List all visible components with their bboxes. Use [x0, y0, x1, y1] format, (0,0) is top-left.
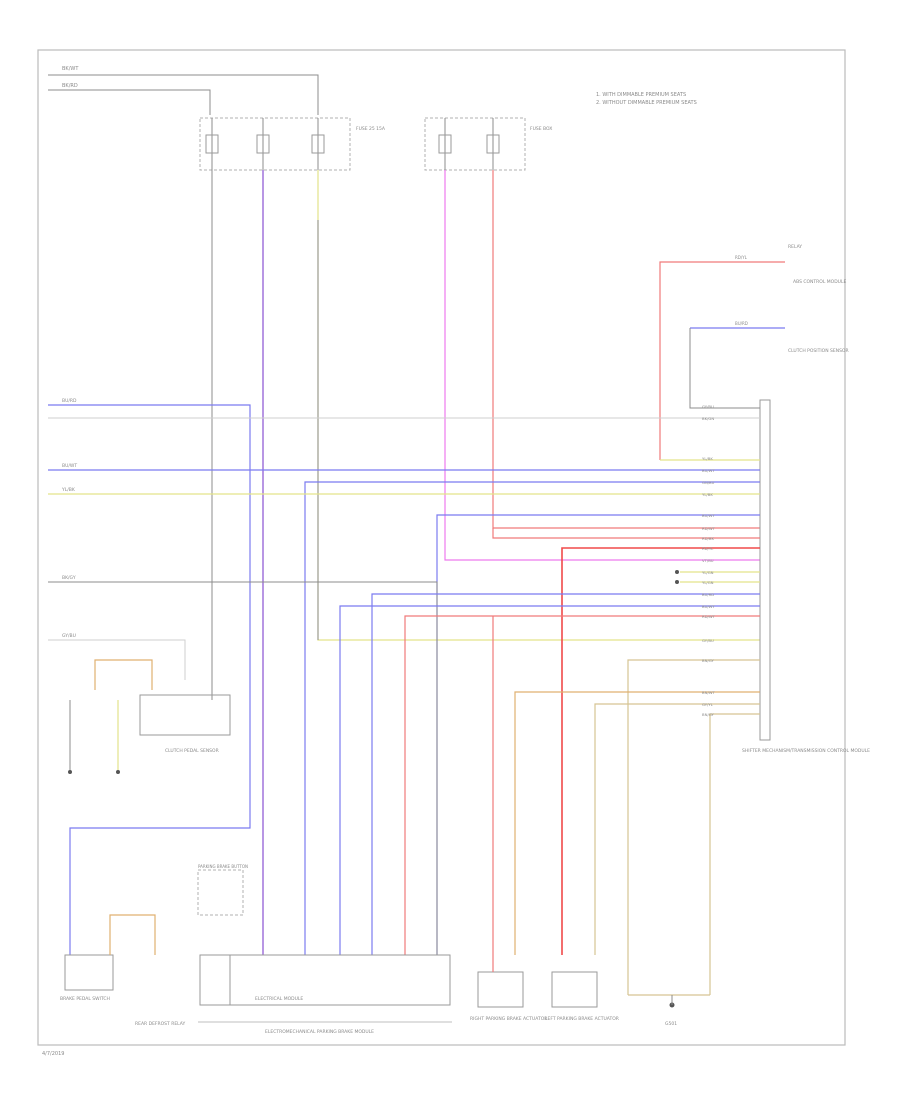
svg-text:BN/GY: BN/GY: [702, 658, 714, 663]
svg-text:BU/WT: BU/WT: [702, 513, 715, 518]
svg-text:BU/WT: BU/WT: [702, 468, 715, 473]
fuse-left-3: [311, 118, 325, 170]
harness-label-3: YL/BK: [61, 487, 76, 493]
harness-wire-blue-6: [339, 605, 760, 955]
rear-defrost-label: REAR DEFROST RELAY: [135, 1021, 186, 1027]
splice-dot-1: [675, 570, 679, 574]
harness-wire-gray-2: [48, 639, 186, 680]
clutch-pedal-loop: [94, 659, 153, 690]
note-2: 2. WITHOUT DIMMABLE PREMIUM SEATS: [596, 100, 697, 106]
svg-text:BN/WT: BN/WT: [702, 690, 715, 695]
abs-wire: [659, 261, 785, 460]
clutch-ground-1: [68, 770, 72, 774]
clutch-sensor-wire-label: BU/RD: [735, 321, 748, 326]
fuse-left-1: [205, 118, 219, 170]
electromechanical-label: ELECTROMECHANICAL PARKING BRAKE MODULE: [265, 1029, 374, 1035]
harness-wire-orange-1: [514, 691, 760, 955]
shifter-module-connector: [759, 399, 771, 741]
clutch-sensor-label: CLUTCH POSITION SENSOR: [788, 348, 849, 354]
abs-wire-label: RD/YL: [735, 255, 748, 260]
supply-wire-1: [48, 74, 319, 115]
ground-label: G501: [665, 1021, 677, 1027]
svg-text:GY/BU: GY/BU: [702, 638, 714, 643]
note-1: 1. WITH DIMMABLE PREMIUM SEATS: [596, 92, 686, 98]
fuse-box-right: [424, 117, 526, 171]
svg-text:YL/GN: YL/GN: [702, 570, 714, 575]
right-actuator-box: [477, 971, 524, 1008]
brake-switch-loop: [109, 914, 156, 955]
harness-label-1: BU/RD: [62, 398, 77, 404]
fuse-box-left-label: FUSE 25 15A: [356, 126, 386, 132]
harness-wire-tan-1: [627, 659, 760, 995]
harness-wire-blue-1: [48, 404, 251, 955]
feed-wire-4: [444, 170, 760, 561]
harness-wire-red-1: [492, 528, 760, 539]
clutch-pedal-sensor-label: CLUTCH PEDAL SENSOR: [165, 748, 219, 754]
diagram-border: [37, 49, 846, 1046]
svg-text:RD/BK: RD/BK: [702, 536, 714, 541]
svg-text:RD/WT: RD/WT: [702, 614, 716, 619]
feed-wire-3: [317, 170, 760, 641]
svg-text:GN/BU: GN/BU: [702, 480, 715, 485]
pin-labels: GY/BU BK/GN YL/BK BU/WT GN/BU YL/BK BU/W…: [702, 404, 716, 717]
right-actuator-label: RIGHT PARKING BRAKE ACTUATOR: [470, 1016, 547, 1022]
svg-text:YL/BK: YL/BK: [702, 492, 713, 497]
supply-label-2: BK/RD: [62, 83, 78, 89]
harness-wire-blue-3: [304, 481, 760, 955]
svg-text:YL/BK: YL/BK: [702, 456, 713, 461]
harness-wire-tan-2: [594, 703, 760, 955]
fuse-right-2: [486, 118, 500, 170]
svg-text:VT/BU: VT/BU: [702, 558, 714, 563]
parking-brake-button-label: PARKING BRAKE BUTTON: [198, 864, 248, 869]
brake-switch-box: [64, 954, 114, 991]
svg-text:BN/GY: BN/GY: [702, 712, 714, 717]
clutch-sensor-return: [689, 328, 760, 409]
shifter-module-label: SHIFTER MECHANISM/TRANSMISSION CONTROL M…: [742, 748, 870, 754]
harness-wire-red-3: [404, 615, 760, 955]
fuse-box-left: [199, 117, 351, 171]
brake-switch-label: BRAKE PEDAL SWITCH: [60, 996, 110, 1002]
supply-label-1: BK/WT: [62, 66, 79, 72]
splice-dot-2: [675, 580, 679, 584]
fuse-box-right-label: FUSE BOX: [530, 126, 552, 132]
fuse-right-1: [438, 118, 452, 170]
svg-text:BU/WT: BU/WT: [702, 604, 715, 609]
svg-text:RD/YL: RD/YL: [702, 546, 714, 551]
fuse-left-2: [256, 118, 270, 170]
left-actuator-box: [551, 971, 598, 1008]
harness-wire-red-2: [561, 547, 760, 955]
electromechanical-module-box: [199, 954, 451, 1006]
harness-label-5: GY/BU: [62, 633, 76, 639]
harness-wire-tan-3: [709, 713, 760, 995]
footer-code: 4/7/2019: [42, 1051, 64, 1057]
harness-wire-black-1: [48, 581, 438, 955]
svg-text:GY/BU: GY/BU: [702, 404, 714, 409]
svg-text:GY/YL: GY/YL: [702, 702, 714, 707]
svg-text:RD/WT: RD/WT: [702, 526, 716, 531]
abs-module-label: ABS CONTROL MODULE: [793, 279, 846, 285]
clutch-pedal-sensor-box: [139, 694, 231, 736]
relay-label: RELAY: [788, 244, 802, 250]
harness-label-2: BU/WT: [62, 463, 77, 469]
harness-label-4: BK/GY: [62, 575, 76, 581]
svg-text:BU/RD: BU/RD: [702, 592, 714, 597]
clutch-ground-2: [116, 770, 120, 774]
electrical-module-label: ELECTRICAL MODULE: [255, 996, 303, 1002]
parking-brake-button-box: [197, 869, 244, 916]
electrical-module-box: [199, 954, 231, 1006]
feed-wire-5: [492, 170, 760, 529]
svg-text:BK/GN: BK/GN: [702, 416, 714, 421]
supply-wire-2: [48, 89, 211, 115]
svg-text:YL/GN: YL/GN: [702, 580, 714, 585]
left-actuator-label: LEFT PARKING BRAKE ACTUATOR: [545, 1016, 619, 1022]
harness-wire-blue-5: [371, 593, 760, 955]
